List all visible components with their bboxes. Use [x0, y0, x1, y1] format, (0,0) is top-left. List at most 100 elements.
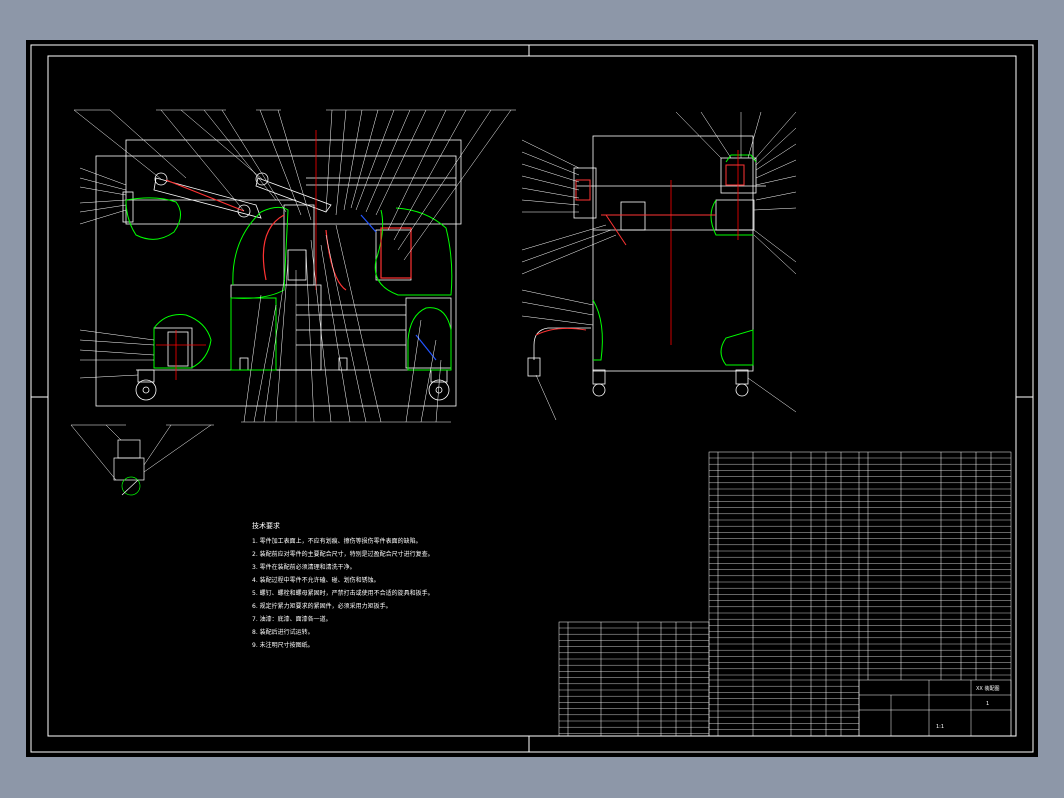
leader-line	[203, 109, 277, 201]
notes-line: 4. 装配过程中零件不允许磕、碰、划伤和锈蚀。	[252, 577, 380, 584]
side-box-inner	[167, 331, 189, 367]
handle-pipe	[533, 327, 591, 360]
notes-line: 2. 装配前应对零件的主要配合尺寸，特别是过盈配合尺寸进行复查。	[252, 551, 434, 558]
leader-line	[143, 424, 172, 466]
leader-line	[403, 109, 512, 261]
handle-grip	[527, 357, 541, 377]
leader-line	[243, 294, 262, 423]
blue-hose	[415, 334, 437, 361]
break-outline	[125, 197, 181, 240]
leader-line	[375, 109, 427, 216]
side-color-features	[535, 150, 757, 366]
leader-line	[79, 186, 127, 196]
leader-line	[320, 244, 351, 423]
side-wheel	[592, 383, 606, 397]
notes-line: 9. 未注明尺寸按图纸。	[252, 642, 314, 649]
notes-line: 5. 螺钉、螺栓和螺母紧固时，严禁打击或使用不合适的旋具和扳手。	[252, 590, 434, 597]
leader-line	[521, 315, 594, 326]
bom-table-upper	[708, 451, 1012, 737]
cad-drawing[interactable]: XX 装配图 1 1:1	[26, 40, 1038, 757]
leader-line	[521, 234, 617, 275]
leader-line	[535, 374, 557, 421]
red-arm	[605, 214, 627, 246]
leader-line	[387, 109, 447, 231]
notes-line: 1. 零件加工表面上，不应有划痕、擦伤等损伤零件表面的缺陷。	[252, 538, 422, 545]
side-box	[153, 327, 193, 369]
leader-line	[521, 175, 580, 191]
side-clamp	[573, 167, 597, 219]
caster	[592, 369, 606, 385]
bom-frame	[708, 451, 1012, 737]
break-outline	[232, 206, 289, 299]
wheel	[135, 379, 157, 401]
leader-line	[521, 163, 580, 183]
leader-line	[753, 111, 797, 161]
red-hose	[262, 214, 285, 281]
break-outline	[230, 297, 277, 371]
leader-line	[753, 229, 797, 263]
pump-block	[287, 249, 307, 281]
side-wheel	[735, 383, 749, 397]
leader-line	[405, 319, 422, 423]
leader-line	[755, 143, 797, 171]
top-housing	[125, 139, 462, 225]
leader-line	[221, 109, 287, 213]
arm-linkage	[255, 177, 332, 213]
title-frame	[858, 679, 1012, 737]
side-view	[527, 135, 766, 397]
leader-line	[753, 234, 797, 275]
drawing-viewport[interactable]: XX 装配图 1 1:1 技术要求 1. 零件加工表面上，不应有划痕、擦伤等损伤…	[26, 40, 1038, 757]
leader-line	[435, 359, 442, 423]
bom-rows-lower	[559, 627, 709, 734]
front-green-outlines	[125, 197, 453, 371]
leader-line	[259, 109, 302, 216]
leader-line	[521, 301, 594, 316]
right-frame	[405, 297, 452, 369]
leader-line	[355, 109, 395, 211]
leader-line	[79, 199, 127, 204]
notes-line: 8. 装配后进行试运转。	[252, 629, 314, 636]
break-outline	[374, 207, 453, 296]
detail-box	[117, 439, 141, 459]
sheet-inner-frame	[47, 55, 1017, 737]
leader-line	[160, 109, 245, 212]
leader-line	[263, 279, 285, 423]
break-outline	[407, 307, 452, 371]
leader-line	[521, 199, 580, 206]
leader-line	[253, 304, 277, 423]
leader-line	[79, 204, 127, 213]
break-outline	[153, 314, 212, 369]
leader-line	[747, 377, 797, 413]
leader-line	[335, 109, 347, 216]
wheel	[428, 379, 450, 401]
leader-line	[277, 109, 312, 221]
central-column	[283, 204, 315, 286]
sheet-outer-frame	[30, 44, 1034, 753]
leader-line	[73, 109, 162, 180]
wheel-hub	[142, 386, 150, 394]
pivot	[154, 172, 168, 186]
title-drawing-name: XX 装配图	[976, 685, 999, 692]
leader-line	[521, 289, 594, 306]
detail-wheel	[121, 476, 141, 496]
front-view	[95, 139, 462, 407]
detail-box	[113, 457, 145, 481]
leader-line	[343, 109, 363, 211]
leader-line	[521, 187, 580, 199]
notes-line: 7. 油漆：底漆、面漆各一道。	[252, 616, 332, 623]
title-scale: 1:1	[936, 724, 944, 730]
leader-line	[700, 111, 732, 159]
leader-line	[310, 239, 332, 423]
title-block	[858, 679, 1012, 737]
leader-line	[350, 109, 379, 209]
break-outline	[592, 299, 603, 361]
foot	[239, 357, 249, 371]
leader-line	[755, 175, 797, 186]
break-outline	[720, 329, 754, 366]
leader-line	[420, 339, 437, 423]
title-sheet: 1	[986, 701, 989, 707]
side-block	[620, 201, 646, 231]
caster	[735, 369, 749, 385]
leader-line	[143, 424, 212, 473]
leader-line	[521, 151, 580, 176]
